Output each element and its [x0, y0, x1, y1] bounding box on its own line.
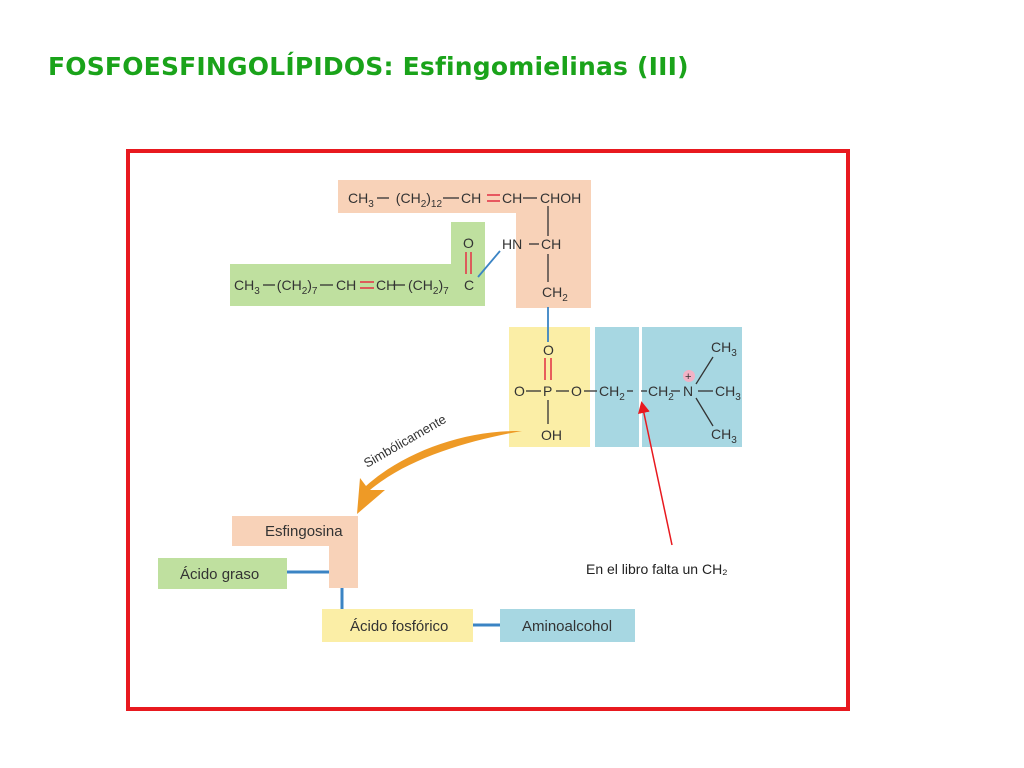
choline-ch2-a: CH2 [599, 383, 625, 403]
fatty-acid-chain-formula: CH3(CH2)7 [234, 277, 318, 297]
choline-block-right [642, 327, 742, 447]
choline-nitrogen: N [683, 383, 693, 399]
carbonyl-oxygen: O [463, 235, 474, 251]
phosphate-o-right: O [571, 383, 582, 399]
positive-charge: + [685, 371, 691, 383]
amide-link-bond [477, 250, 501, 278]
annotation-arrow [638, 401, 673, 546]
scheme-sphingosine-block [232, 516, 358, 546]
fatty-acid-ch-b: CH [376, 277, 396, 293]
phosphate-bonds [526, 390, 597, 424]
sphingosine-bonds [377, 197, 549, 282]
choline-block-left [595, 327, 639, 447]
choline-ch3-top: CH3 [711, 339, 737, 359]
choline-ch3-bottom: CH3 [711, 426, 737, 446]
phosphate-block [509, 327, 590, 447]
amide-hn: HN [502, 236, 522, 252]
amide-ch: CH [541, 236, 561, 252]
phosphate-o-top: O [543, 342, 554, 358]
choline-ch2-b: CH2 [648, 383, 674, 403]
positive-charge-marker [683, 370, 695, 382]
scheme-sphingosine-stem [329, 546, 358, 588]
fatty-acid-ch2-b: (CH2)7 [408, 277, 449, 297]
sphingosine-chain-formula: CH3(CH2)12 [348, 190, 442, 210]
scheme-fatty-acid-label: Ácido graso [180, 566, 259, 583]
choline-bonds [627, 356, 714, 427]
carbon-double-bonds [360, 252, 472, 289]
scheme-aminoalcohol-label: Aminoalcohol [522, 618, 612, 635]
carbonyl-block [451, 222, 485, 266]
phosphate-oh: OH [541, 427, 562, 443]
sphingosine-block-lower [516, 213, 591, 308]
phosphate-double-bond [544, 358, 552, 380]
sphingosine-ch-b: CH [502, 190, 522, 206]
sphingosine-ch2: CH2 [542, 284, 568, 304]
scheme-phosphoric-label: Ácido fosfórico [350, 618, 448, 635]
scheme-phosphoric-block [322, 609, 473, 642]
fatty-acid-ch-a: CH [336, 277, 356, 293]
scheme-links [287, 570, 500, 627]
choline-ch3-right: CH3 [715, 383, 741, 403]
sphingosine-ch-a: CH [461, 190, 481, 206]
phosphate-o-left: O [514, 383, 525, 399]
slide-title: FOSFOESFINGOLÍPIDOS: Esfingomielinas (II… [48, 52, 689, 81]
annotation-note: En el libro falta un CH₂ [586, 561, 728, 577]
scheme-fatty-acid-block [158, 558, 287, 589]
carbonyl-carbon: C [464, 277, 474, 293]
symbolic-arrow [357, 430, 522, 514]
scheme-aminoalcohol-block [500, 609, 635, 642]
sphingosine-choh: CHOH [540, 190, 581, 206]
sphingosine-block [338, 180, 591, 213]
phosphorus: P [543, 383, 552, 399]
scheme-sphingosine-label: Esfingosina [265, 523, 343, 540]
figure-frame [126, 149, 850, 711]
sphingosine-double-bond [487, 194, 500, 202]
